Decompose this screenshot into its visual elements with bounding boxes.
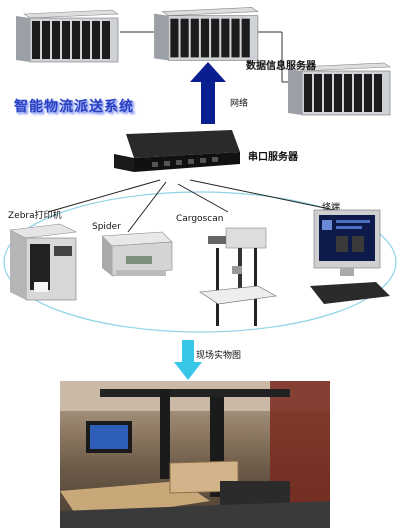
cargoscan-dimensioner-icon	[199, 227, 277, 326]
data-server-label: 数据信息服务器	[246, 61, 316, 72]
server-icon	[154, 7, 259, 61]
server-icon	[288, 62, 391, 116]
serial-server-icon	[114, 130, 240, 172]
site-photo-illustration	[60, 381, 330, 528]
label-printer-icon	[8, 223, 78, 301]
device-link-line	[47, 179, 161, 213]
device-group-ellipse	[3, 191, 397, 333]
terminal-label: 终端	[322, 203, 341, 213]
network-arrow-shaft	[201, 82, 215, 124]
photo-arrow-head	[174, 362, 202, 380]
site-photo	[60, 381, 330, 528]
spider-scale-label: Spider	[92, 222, 121, 232]
server-icon	[16, 9, 119, 63]
device-link-line	[189, 179, 345, 213]
photo-arrow-shaft	[182, 340, 194, 364]
site-photo-label: 现场实物图	[196, 351, 242, 361]
device-link-line	[127, 181, 167, 233]
zebra-printer-label: Zebra打印机	[8, 211, 62, 221]
network-label: 网络	[230, 99, 249, 109]
system-title: 智能物流派送系统	[14, 99, 134, 115]
network-arrow-head	[190, 62, 226, 82]
weighing-scale-icon	[101, 231, 173, 277]
serial-server-label: 串口服务器	[248, 152, 298, 163]
device-link-line	[177, 183, 229, 213]
cargoscan-label: Cargoscan	[176, 214, 224, 224]
computer-terminal-icon	[310, 209, 390, 304]
